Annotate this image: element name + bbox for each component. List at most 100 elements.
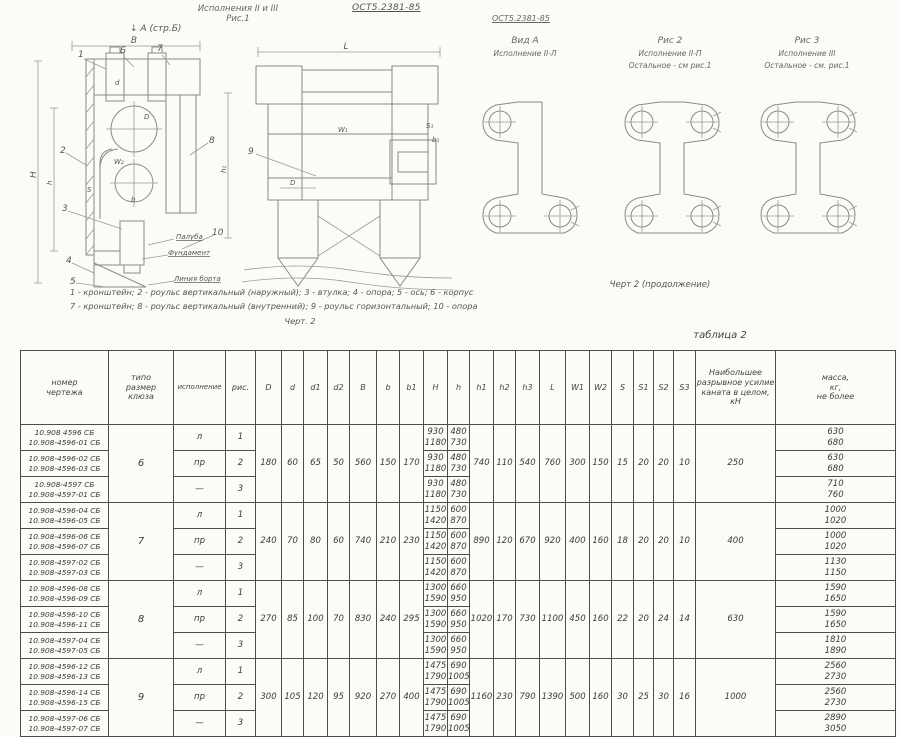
cell-d2: 50 bbox=[327, 424, 350, 503]
cell-D: 180 bbox=[255, 424, 282, 503]
cell-h: 690 1005 bbox=[447, 684, 470, 711]
cell-W1: 450 bbox=[565, 580, 590, 659]
cell-S3: 14 bbox=[673, 580, 696, 659]
cell-b: 150 bbox=[376, 424, 400, 503]
dim-b-label: b bbox=[131, 196, 136, 204]
cell-isp: л bbox=[173, 502, 226, 529]
fig-3-drawing bbox=[760, 101, 858, 234]
cell-num: 10.908-4596-04 СБ 10.908-4596-05 СБ bbox=[20, 502, 109, 529]
cell-size: 8 bbox=[108, 580, 174, 659]
view-A-drawing bbox=[482, 101, 580, 234]
cell-h: 480 730 bbox=[447, 424, 470, 451]
executions-note-line1: Исполнения II и III bbox=[197, 4, 279, 14]
cell-mass: 1000 1020 bbox=[775, 502, 896, 529]
cell-h1: 890 bbox=[469, 502, 494, 581]
col-S: S bbox=[611, 350, 634, 425]
cell-W2: 160 bbox=[589, 580, 612, 659]
cell-num: 10.908-4596-12 СБ 10.908-4596-13 СБ bbox=[20, 658, 109, 685]
cell-H: 930 1180 bbox=[423, 424, 448, 451]
cell-B: 830 bbox=[349, 580, 377, 659]
cell-h3: 670 bbox=[515, 502, 540, 581]
fig-3-sub2: Остальное - см. рис.1 bbox=[764, 61, 850, 70]
dim-d-label: d bbox=[115, 79, 120, 87]
cell-isp: — bbox=[173, 632, 226, 659]
cell-d: 60 bbox=[281, 424, 304, 503]
dim-B-label: В bbox=[131, 36, 137, 46]
cell-B: 740 bbox=[349, 502, 377, 581]
cell-mass: 1000 1020 bbox=[775, 528, 896, 555]
fig-2-caption: Рис 2 Исполнение II-П Остальное - см рис… bbox=[585, 36, 755, 70]
cell-H: 1300 1590 bbox=[423, 632, 448, 659]
cell-ris: 3 bbox=[225, 632, 256, 659]
cell-h: 600 870 bbox=[447, 528, 470, 555]
cell-ris: 1 bbox=[225, 658, 256, 685]
cell-h1: 740 bbox=[469, 424, 494, 503]
spec-table: номер чертежа типо размер клюза исполнен… bbox=[20, 350, 896, 737]
cell-ris: 2 bbox=[225, 606, 256, 633]
cell-force: 630 bbox=[695, 580, 776, 659]
cell-H: 1300 1590 bbox=[423, 606, 448, 633]
col-num: номер чертежа bbox=[20, 350, 109, 425]
cell-d: 70 bbox=[281, 502, 304, 581]
fig-2-title: Рис 2 bbox=[657, 36, 683, 46]
cell-size: 9 bbox=[108, 658, 174, 737]
cell-h: 600 870 bbox=[447, 502, 470, 529]
cell-H: 1150 1420 bbox=[423, 528, 448, 555]
cell-S3: 10 bbox=[673, 424, 696, 503]
col-d1: d1 bbox=[303, 350, 328, 425]
cell-S1: 25 bbox=[633, 658, 654, 737]
col-h2: h2 bbox=[493, 350, 516, 425]
sheet-2-continuation-caption: Черт 2 (продолжение) bbox=[609, 280, 711, 290]
cell-b: 210 bbox=[376, 502, 400, 581]
col-isp: исполнение bbox=[173, 350, 226, 425]
dim-D-label: D bbox=[290, 179, 296, 187]
cell-isp: пр bbox=[173, 606, 226, 633]
col-ris: рис. bbox=[225, 350, 256, 425]
cell-num: 10.908 4596 СБ 10.908-4596-01 СБ bbox=[20, 424, 109, 451]
cell-ris: 1 bbox=[225, 424, 256, 451]
front-view-drawing: В 1 Б 7 2 3 4 5 8 10 D W₂ b S d Н h h₁ П… bbox=[30, 36, 232, 288]
cell-num: 10.908-4596-06 СБ 10.908-4596-07 СБ bbox=[20, 528, 109, 555]
col-h3: h3 bbox=[515, 350, 540, 425]
cell-h: 480 730 bbox=[447, 476, 470, 503]
executions-note: Исполнения II и III Рис.1 bbox=[178, 4, 298, 24]
dim-b1-label: b₁ bbox=[432, 136, 439, 144]
cell-num: 10.908-4596-02 СБ 10.908-4596-03 СБ bbox=[20, 450, 109, 477]
cell-h3: 540 bbox=[515, 424, 540, 503]
deck-note: Палуба bbox=[176, 233, 203, 241]
cell-S3: 10 bbox=[673, 502, 696, 581]
cell-ris: 2 bbox=[225, 684, 256, 711]
cell-H: 1475 1790 bbox=[423, 658, 448, 685]
cell-d1: 80 bbox=[303, 502, 328, 581]
cell-mass: 1130 1150 bbox=[775, 554, 896, 581]
cell-d1: 65 bbox=[303, 424, 328, 503]
cell-d: 105 bbox=[281, 658, 304, 737]
executions-note-line2: Рис.1 bbox=[226, 14, 250, 24]
cell-force: 1000 bbox=[695, 658, 776, 737]
cell-mass: 2560 2730 bbox=[775, 658, 896, 685]
part-7-label: 7 bbox=[157, 44, 163, 54]
cell-L: 760 bbox=[539, 424, 566, 503]
cell-mass: 1590 1650 bbox=[775, 580, 896, 607]
cell-h2: 120 bbox=[493, 502, 516, 581]
cell-B: 560 bbox=[349, 424, 377, 503]
view-direction-text: А (стр.Б) bbox=[140, 24, 182, 34]
cell-force: 250 bbox=[695, 424, 776, 503]
cell-h2: 170 bbox=[493, 580, 516, 659]
cell-H: 1475 1790 bbox=[423, 684, 448, 711]
cell-h: 690 1005 bbox=[447, 710, 470, 737]
cell-isp: — bbox=[173, 710, 226, 737]
cell-S3: 16 bbox=[673, 658, 696, 737]
fig-2-sub2: Остальное - см рис.1 bbox=[628, 61, 712, 70]
cell-isp: пр bbox=[173, 450, 226, 477]
table-row: 10.908-4596-06 СБ 10.908-4596-07 СБ пр 2… bbox=[20, 528, 896, 555]
cell-isp: л bbox=[173, 580, 226, 607]
dim-D-label: D bbox=[144, 113, 150, 121]
cell-d1: 120 bbox=[303, 658, 328, 737]
part-2-label: 2 bbox=[60, 146, 66, 156]
cell-h2: 230 bbox=[493, 658, 516, 737]
cell-isp: пр bbox=[173, 528, 226, 555]
col-size: типо размер клюза bbox=[108, 350, 174, 425]
fig-2-sub1: Исполнение II-П bbox=[638, 49, 702, 58]
cell-ris: 1 bbox=[225, 580, 256, 607]
